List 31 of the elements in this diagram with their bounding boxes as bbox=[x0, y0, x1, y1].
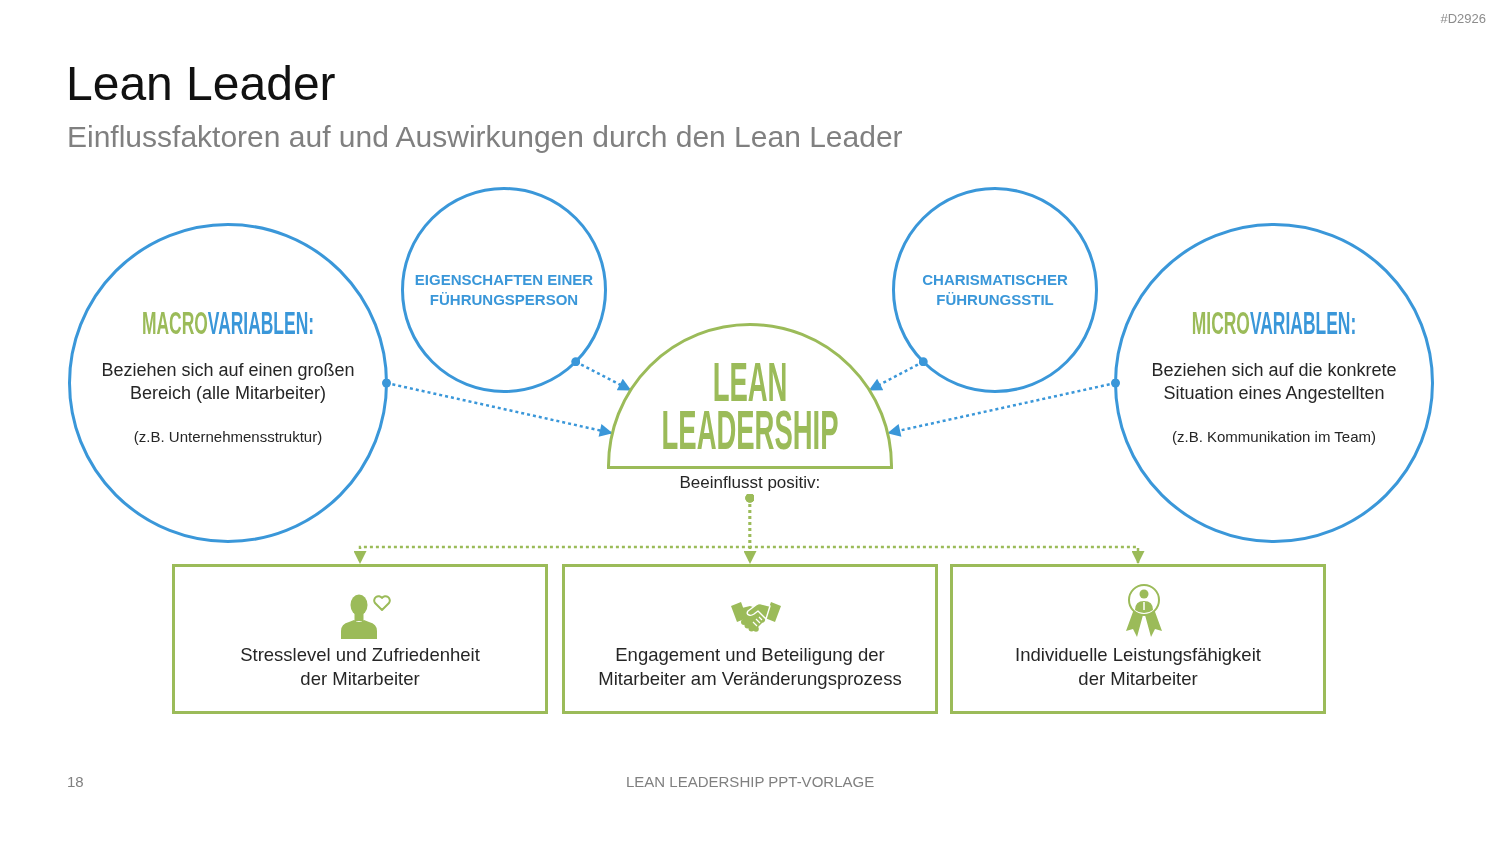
example-text: (z.B. Kommunikation im Team) bbox=[1171, 427, 1377, 447]
page-number: 18 bbox=[67, 773, 84, 791]
footer-text: LEAN LEADERSHIP PPT-VORLAGE bbox=[626, 773, 875, 791]
info-circle bbox=[401, 187, 607, 393]
dotted-arrow bbox=[745, 493, 1145, 564]
title: Lean Leader bbox=[66, 56, 336, 112]
dotted-arrow bbox=[887, 378, 1120, 437]
example-text: (z.B. Unternehmensstruktur) bbox=[132, 427, 324, 447]
headline: LEAN LEADERSHIP bbox=[660, 358, 840, 454]
caption-text: Beeinflusst positiv: bbox=[679, 472, 821, 494]
outcome-text: Stresslevel und Zufriedenheit der Mitarbeiter bbox=[239, 643, 481, 691]
outcome-card bbox=[950, 564, 1326, 714]
dotted-arrow bbox=[382, 378, 613, 437]
description-text: Beziehen sich auf einen großen Bereich (alle Mitarbeiter) bbox=[100, 359, 356, 405]
variable-heading: MICROVARIABLEN: bbox=[1190, 306, 1358, 340]
variable-heading: MACROVARIABLEN: bbox=[140, 306, 316, 340]
outcome-text: Engagement und Beteiligung der Mitarbeiter am Veränderungsprozess bbox=[597, 643, 903, 691]
info-circle bbox=[1114, 223, 1434, 543]
dotted-arrow bbox=[868, 357, 928, 392]
dotted-arrow bbox=[571, 357, 632, 392]
outcome-text: Individuelle Leistungsfähigkeit der Mitarbeiter bbox=[1014, 643, 1262, 691]
outcome-card bbox=[172, 564, 548, 714]
info-circle bbox=[68, 223, 388, 543]
slide-code: #D2926 bbox=[1440, 11, 1486, 27]
semicircle-frame bbox=[607, 323, 893, 469]
info-circle bbox=[892, 187, 1098, 393]
factor-label: EIGENSCHAFTEN EINER FÜHRUNGSPERSON bbox=[413, 270, 595, 310]
description-text: Beziehen sich auf die konkrete Situation eines Angestellten bbox=[1150, 359, 1398, 405]
factor-label: CHARISMATISCHER FÜHRUNGSSTIL bbox=[921, 270, 1069, 310]
outcome-card bbox=[562, 564, 938, 714]
subtitle: Einflussfaktoren auf und Auswirkungen durch den Lean Leader bbox=[67, 119, 903, 155]
